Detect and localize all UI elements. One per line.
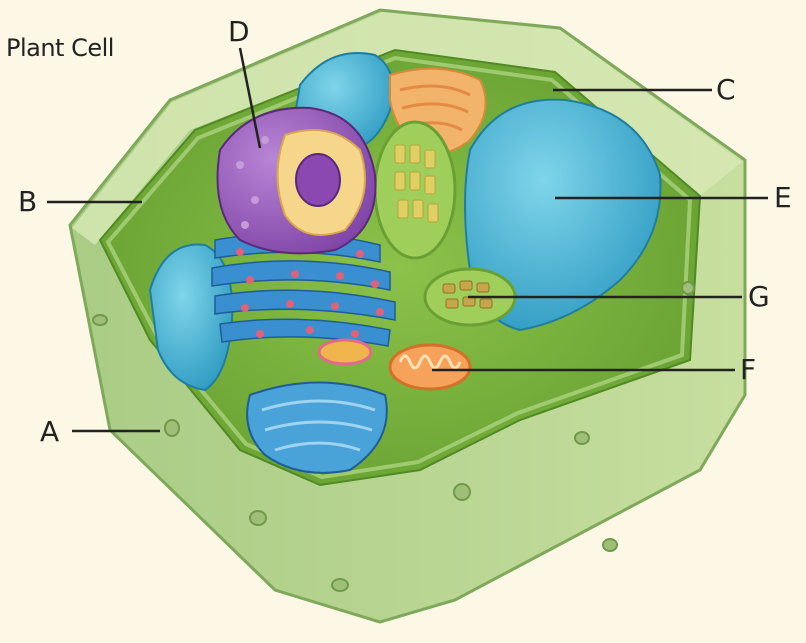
label-e: E bbox=[774, 184, 792, 212]
label-c: C bbox=[716, 76, 736, 104]
label-b: B bbox=[18, 188, 37, 216]
label-g: G bbox=[748, 283, 770, 311]
nucleus bbox=[218, 108, 376, 254]
chloroplast bbox=[375, 122, 455, 258]
nucleolus bbox=[296, 154, 340, 206]
mitochondrion bbox=[390, 345, 470, 389]
label-d: D bbox=[228, 18, 250, 46]
label-a: A bbox=[40, 418, 59, 446]
label-f: F bbox=[740, 356, 756, 384]
vesicle bbox=[319, 340, 371, 364]
diagram-title: Plant Cell bbox=[6, 34, 114, 62]
